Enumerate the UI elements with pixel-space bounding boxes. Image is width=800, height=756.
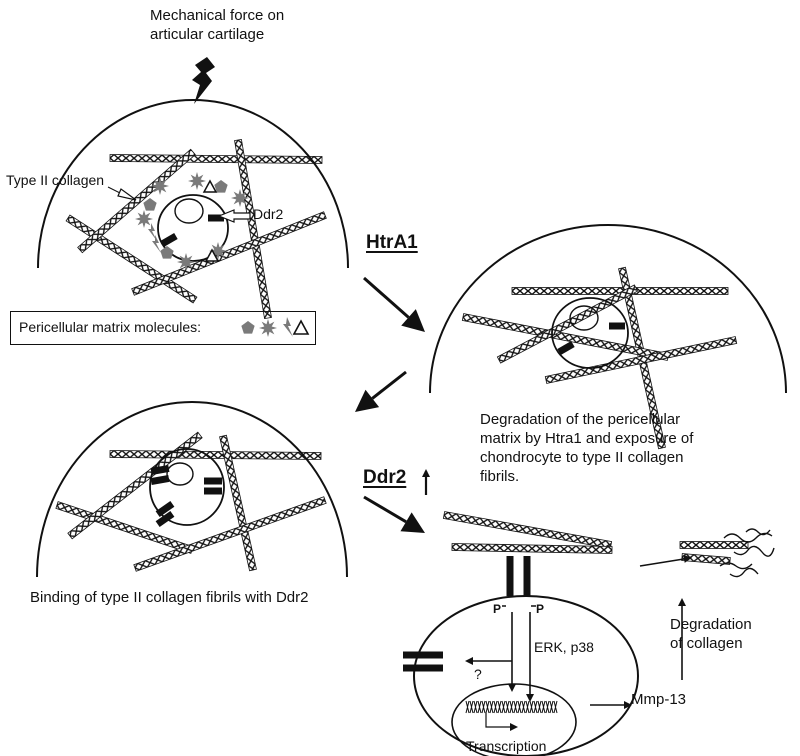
binding-caption: Binding of type II collagen fibrils with…	[30, 589, 309, 606]
legend-pentagon-icon	[241, 321, 255, 334]
ddr2-receptor	[403, 651, 443, 659]
collagen-fibril	[77, 148, 196, 254]
arrow	[639, 554, 692, 567]
ddr2-label: Ddr2	[253, 206, 284, 222]
matrix-bolt	[148, 223, 157, 241]
collagen-fibril	[234, 138, 272, 320]
ddr2-receptor	[403, 664, 443, 672]
chondrocyte-membrane	[149, 448, 225, 526]
matrix-triangle	[202, 179, 218, 193]
matrix-star	[188, 172, 206, 190]
cartilage-dome	[37, 99, 349, 269]
erk-label: ERK, p38	[534, 639, 594, 655]
ddr2-receptor	[160, 232, 178, 248]
collagen-fibril	[131, 211, 327, 296]
cell-nucleus	[166, 462, 194, 486]
transition-arrowhead	[400, 512, 425, 533]
legend-triangle-icon	[292, 319, 310, 335]
ddr2-receptor	[506, 556, 514, 596]
phospho-left-label: P	[493, 602, 502, 616]
ddr2-receptor	[523, 556, 531, 596]
ddr2-receptor	[208, 214, 224, 222]
transition-arrow	[363, 276, 410, 319]
phospho-right-label: P	[536, 602, 545, 616]
question-label: ?	[474, 666, 482, 682]
matrix-star	[231, 189, 249, 207]
matrix-pentagon	[143, 198, 157, 211]
transcription-label: Transcription	[466, 738, 547, 754]
collagen-fibril	[65, 214, 198, 304]
collagen-fibril	[133, 496, 327, 572]
legend-star-icon	[259, 319, 277, 337]
matrix-pentagon	[214, 180, 228, 193]
collagen-fibril	[67, 431, 203, 540]
mmp13-label: Mmp-13	[631, 691, 687, 708]
hollow-arrow	[117, 188, 137, 201]
ddr2-receptor	[609, 322, 625, 330]
collagen-fibril	[544, 336, 738, 384]
matrix-pentagon	[160, 246, 174, 259]
cells-and-shapes	[36, 57, 787, 756]
collagen-fibril	[109, 154, 323, 164]
pointer-line	[107, 186, 121, 194]
degraded-collagen-fragment	[745, 528, 771, 536]
degraded-collagen-fragment	[733, 545, 775, 557]
lightning-icon	[192, 57, 215, 104]
collagen-fibril	[679, 541, 749, 549]
collagen-fibrils	[55, 138, 749, 572]
degradation-caption: Degradation of the pericellular matrix b…	[480, 411, 694, 485]
ddr2-receptor	[150, 464, 170, 476]
cell-nucleus	[174, 198, 204, 224]
ddr2-receptor	[155, 500, 175, 518]
cartilage-dome	[36, 401, 348, 578]
matrix-bolt	[152, 235, 161, 253]
ddr2-receptor	[150, 474, 170, 486]
chondrocyte-membrane	[157, 194, 229, 262]
ddr2-receptor	[204, 487, 222, 495]
htra1-label: HtrA1	[366, 232, 418, 253]
matrix-triangle	[204, 248, 220, 262]
dna-helix	[465, 700, 558, 714]
legend-box: Pericellular matrix molecules:	[10, 311, 316, 345]
degradation-collagen-label: Degradation of collagen	[670, 616, 752, 652]
ddr2-receptor	[155, 510, 175, 528]
legend-label: Pericellular matrix molecules:	[19, 319, 202, 335]
collagen-fibril	[109, 450, 322, 460]
ddr2-receptor	[204, 477, 222, 485]
collagen-fibril	[442, 511, 613, 549]
force-label: Mechanical force on articular cartilage	[150, 7, 285, 43]
transition-arrow	[363, 495, 407, 524]
matrix-star	[151, 177, 169, 195]
degraded-collagen-fragment	[723, 532, 773, 543]
degraded-collagen-fragment	[719, 562, 753, 570]
chondrocyte-membrane	[551, 297, 629, 369]
collagen-fibril	[496, 284, 639, 364]
matrix-star	[135, 210, 153, 228]
ddr2-up-label: Ddr2	[363, 467, 407, 488]
ddr2-receptor	[557, 340, 575, 356]
chondrocyte-cell	[413, 595, 639, 756]
hollow-arrow	[217, 209, 251, 223]
matrix-star	[177, 253, 195, 271]
degraded-collagen-fragment	[729, 567, 759, 578]
transition-arrowhead	[355, 389, 380, 412]
cell-nucleus	[569, 305, 599, 331]
cartilage-dome	[429, 224, 787, 394]
transition-arrow	[371, 370, 407, 400]
collagen-fibril	[681, 553, 731, 565]
type-ii-collagen-label: Type II collagen	[6, 172, 105, 188]
transition-arrowhead	[401, 309, 425, 332]
legend-bolt-icon	[283, 317, 293, 337]
transcription-arrow	[485, 713, 518, 731]
collagen-fibril	[219, 434, 257, 572]
collagen-fibril	[451, 543, 613, 554]
